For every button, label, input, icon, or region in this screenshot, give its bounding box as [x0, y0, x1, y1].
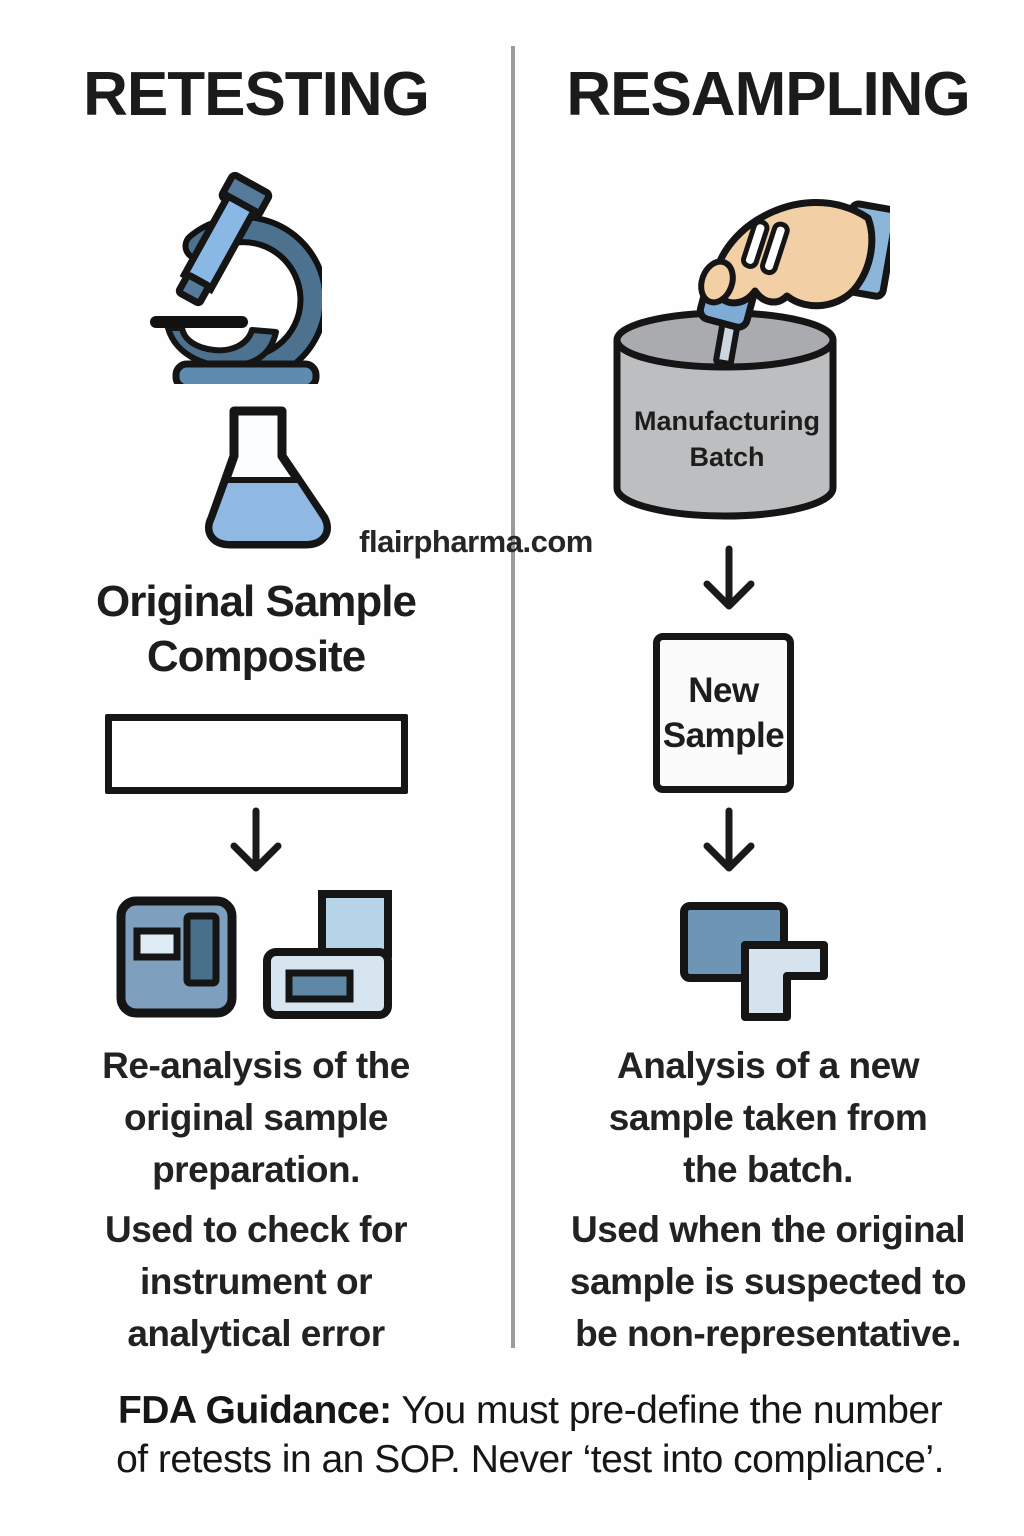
retesting-title: RETESTING	[83, 60, 430, 129]
resampling-description: Analysis of a new sample taken from the …	[518, 1040, 1018, 1195]
batch-label-line1: Manufacturing	[634, 406, 820, 436]
resampling-description-line1: Analysis of a new	[617, 1045, 920, 1086]
resampling-description-line2: sample taken from	[608, 1096, 928, 1138]
microscope-icon	[150, 171, 322, 384]
down-arrow-icon	[703, 807, 755, 872]
resampling-use-case-line2: sample is suspected to	[569, 1260, 967, 1302]
resampling-description-line3: the batch.	[683, 1148, 853, 1190]
retesting-use-case-line1: Used to check for	[105, 1209, 407, 1250]
original-sample-label: Original Sample Composite	[0, 574, 512, 685]
fda-guidance-note: FDA Guidance: You must pre-define the nu…	[36, 1386, 1024, 1484]
original-sample-label-line2: Composite	[146, 632, 366, 682]
watermark: flairpharma.com	[359, 524, 593, 559]
hand-shape	[711, 199, 876, 310]
new-sample-box-line2: Sample	[662, 716, 785, 755]
column-divider	[511, 46, 515, 1348]
fda-guidance-line2: of retests in an SOP. Never ‘test into c…	[116, 1438, 944, 1482]
retesting-use-case: Used to check for instrument or analytic…	[6, 1204, 506, 1359]
retesting-use-case-line3: analytical error	[127, 1312, 385, 1354]
sample-squares-icon	[680, 902, 828, 1021]
retesting-description-line2: original sample	[124, 1096, 388, 1138]
new-sample-box: New Sample	[653, 633, 794, 793]
batch-sampling-icon: Manufacturing Batch	[613, 199, 890, 520]
resampling-use-case-line3: be non-representative.	[575, 1312, 961, 1354]
resampling-column: RESAMPLING Manufacturing Batch	[512, 0, 1024, 1536]
original-sample-label-line1: Original Sample	[96, 577, 417, 626]
fda-guidance-line1-rest: You must pre-define the number	[401, 1389, 943, 1432]
fda-guidance-line1: FDA Guidance: You must pre-define the nu…	[36, 1386, 1024, 1435]
flask-icon	[205, 406, 331, 549]
resampling-use-case: Used when the original sample is suspect…	[518, 1204, 1018, 1359]
retesting-column: RETESTING Original Sample Composite	[0, 60, 512, 1359]
batch-label-line2: Batch	[689, 442, 764, 472]
retesting-description-line1: Re-analysis of the	[102, 1045, 410, 1086]
retesting-use-case-line2: instrument or	[140, 1260, 372, 1302]
fda-guidance-label: FDA Guidance:	[117, 1389, 392, 1432]
instrument-icons	[116, 890, 392, 1019]
new-sample-box-line1: New	[688, 670, 759, 710]
resampling-title: RESAMPLING	[566, 60, 970, 129]
resampling-use-case-line1: Used when the original	[571, 1209, 966, 1250]
down-arrow-icon	[703, 545, 755, 610]
down-arrow-icon	[230, 807, 282, 872]
empty-sample-box	[105, 714, 408, 794]
retesting-description-line3: preparation.	[152, 1148, 360, 1190]
retesting-description: Re-analysis of the original sample prepa…	[6, 1040, 506, 1195]
